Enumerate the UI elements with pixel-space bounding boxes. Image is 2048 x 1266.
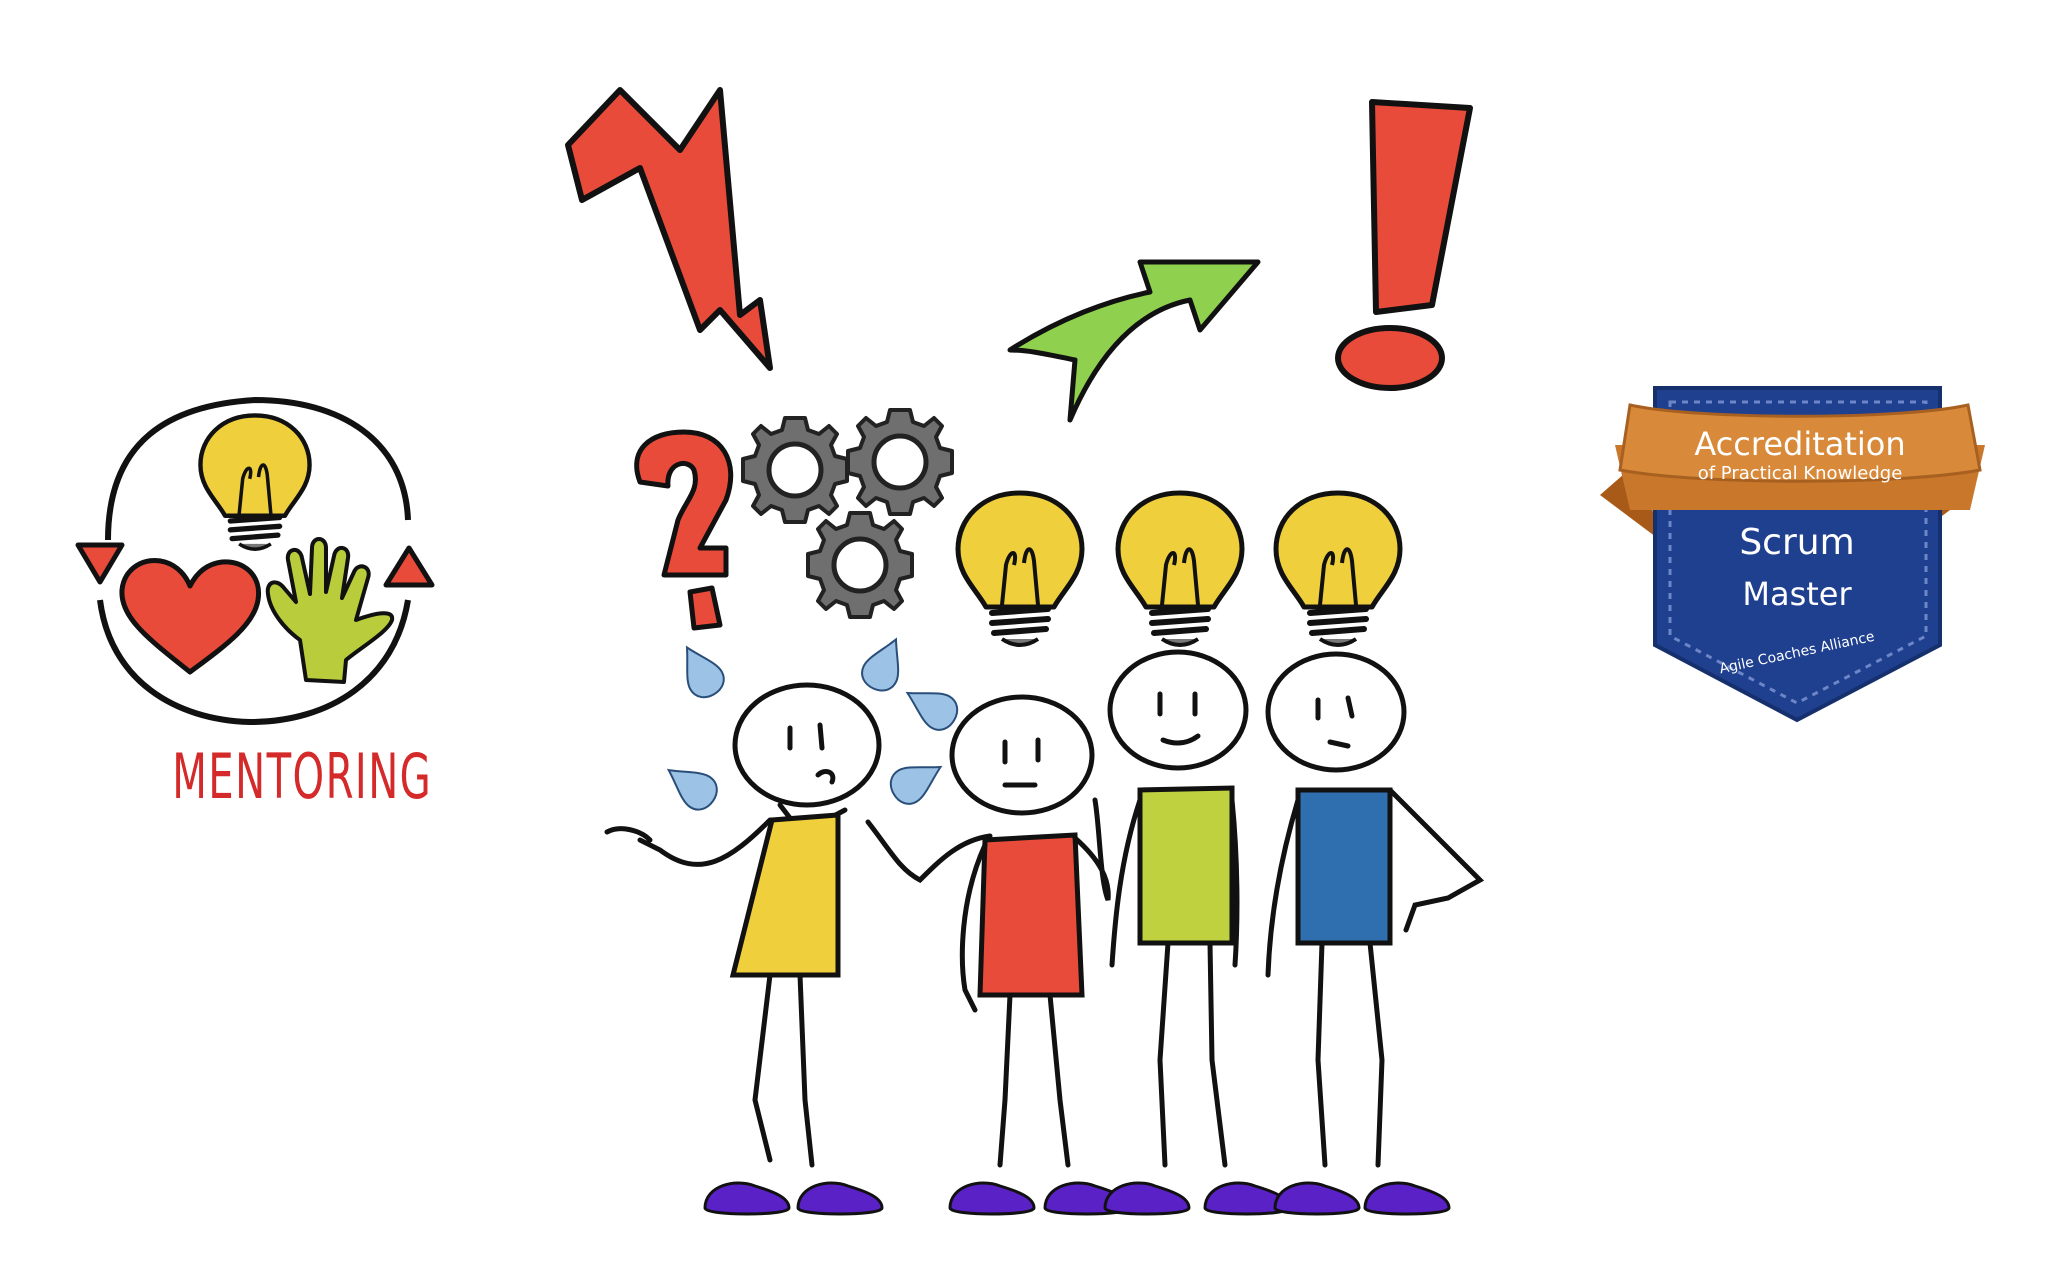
badge-role-line1: Scrum (1739, 522, 1855, 563)
lightbulb-icon (1276, 493, 1400, 645)
lightbulb-icon (1118, 493, 1242, 645)
badge-ribbon-title: Accreditation (1694, 425, 1906, 463)
cycle-arrow-left-icon (75, 542, 125, 585)
mentoring-lightbulb-icon (200, 415, 309, 549)
cycle-arrow-right-icon (383, 545, 435, 588)
stick-figure-blue (1265, 651, 1485, 1168)
stick-figure-red (949, 694, 1111, 1168)
heart-icon (119, 558, 262, 675)
shoes (703, 1181, 1451, 1216)
mentoring-icon (75, 396, 435, 726)
stick-figure-confused (604, 682, 993, 1168)
gears-icon (743, 410, 952, 617)
lightbulb-icon (958, 493, 1082, 645)
badge-role-line2: Master (1742, 575, 1852, 613)
exclamation-icon (1335, 99, 1473, 391)
lightning-bolt-icon (565, 87, 773, 371)
badge-ribbon-subtitle: of Practical Knowledge (1697, 463, 1903, 484)
stick-figure-green (1107, 649, 1249, 1168)
question-mark-icon (634, 429, 734, 631)
mentoring-label: MENTORING (172, 740, 433, 813)
hand-icon (265, 537, 395, 684)
green-arrow-icon (1007, 259, 1261, 423)
scrum-master-badge (1600, 386, 1985, 723)
